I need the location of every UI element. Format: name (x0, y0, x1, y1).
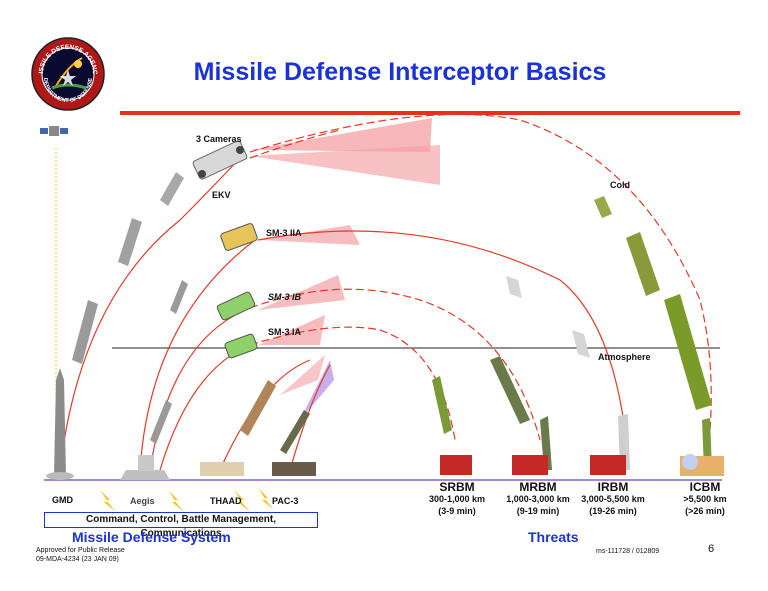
ekv-icon (192, 140, 248, 180)
page-number: 6 (708, 543, 715, 555)
label-ekv: EKV (212, 190, 231, 200)
threat-range-irbm: 3,000-5,500 km (581, 494, 645, 504)
label-sm3-iia: SM-3 IIA (266, 228, 302, 238)
threat-name-icbm: ICBM (689, 480, 721, 494)
footer-approved-line2: 09-MDA-4234 (23 JAN 09) (36, 556, 119, 563)
thaad-path (219, 359, 311, 471)
label-atmosphere: Atmosphere (598, 352, 651, 362)
threat-range-srbm: 300-1,000 km (428, 494, 486, 504)
page-title: Missile Defense Interceptor Basics (193, 58, 607, 86)
satellite-icon (40, 126, 68, 136)
missile-defense-system-heading: Missile Defense System (72, 529, 231, 545)
footer-approved-line1: Approved for Public Release (36, 547, 125, 554)
sm3ib-icon (216, 291, 256, 321)
sm3ia-path (159, 344, 251, 471)
sm3iia-path (139, 239, 256, 471)
thaad-sensor-cone (280, 355, 325, 395)
gmd-trajectory (59, 157, 241, 471)
sm3ia-icon (224, 333, 258, 359)
label-gmd: GMD (52, 495, 73, 505)
label-aegis: Aegis (130, 496, 155, 506)
command-control-box: Command, Control, Battle Management, Com… (44, 512, 318, 539)
gmd-missile-icons (54, 172, 184, 475)
label-cold: Cold (610, 180, 630, 190)
threat-time-irbm: (19-26 min) (589, 506, 637, 516)
label-thaad: THAAD (210, 496, 242, 506)
threat-time-mrbm: (9-19 min) (516, 506, 560, 516)
sm3iia-icon (220, 223, 258, 251)
threat-time-srbm: (3-9 min) (438, 506, 476, 516)
icbm-trajectory-dashed (249, 113, 712, 431)
irbm-trajectory (257, 230, 626, 431)
mrbm-trajectory (249, 288, 541, 441)
threats-heading: Threats (528, 529, 579, 545)
threat-name-srbm: SRBM (439, 480, 475, 494)
label-sm3-ib: SM-3 IB (268, 292, 302, 302)
threat-range-icbm: >5,500 km (683, 494, 727, 504)
footer-code: ms-111728 / 012809 (596, 548, 660, 555)
label-3-cameras: 3 Cameras (196, 134, 242, 144)
defense-platforms (46, 455, 316, 480)
threat-time-icbm: (>26 min) (685, 506, 725, 516)
pac3-path (289, 364, 331, 471)
sm3ib-sensor-cone (258, 275, 345, 310)
threat-range-mrbm: 1,000-3,000 km (506, 494, 570, 504)
sm3ib-path (149, 307, 251, 471)
mda-seal-logo: MISSILE DEFENSE AGENCY DEPARTMENT OF DEF… (30, 36, 105, 111)
threat-missile-icons (432, 196, 712, 470)
label-pac3: PAC-3 (272, 496, 299, 506)
ekv-sensor-cone (250, 118, 432, 152)
sm3iia-sensor-cone (260, 225, 360, 245)
threat-name-mrbm: MRBM (519, 480, 557, 494)
label-sm3-ia: SM-3 IA (268, 327, 302, 337)
threat-launchers (440, 454, 724, 476)
ekv-sensor-cone-2 (250, 145, 440, 185)
title-underline-bar (120, 111, 740, 115)
threat-name-irbm: IRBM (597, 480, 629, 494)
